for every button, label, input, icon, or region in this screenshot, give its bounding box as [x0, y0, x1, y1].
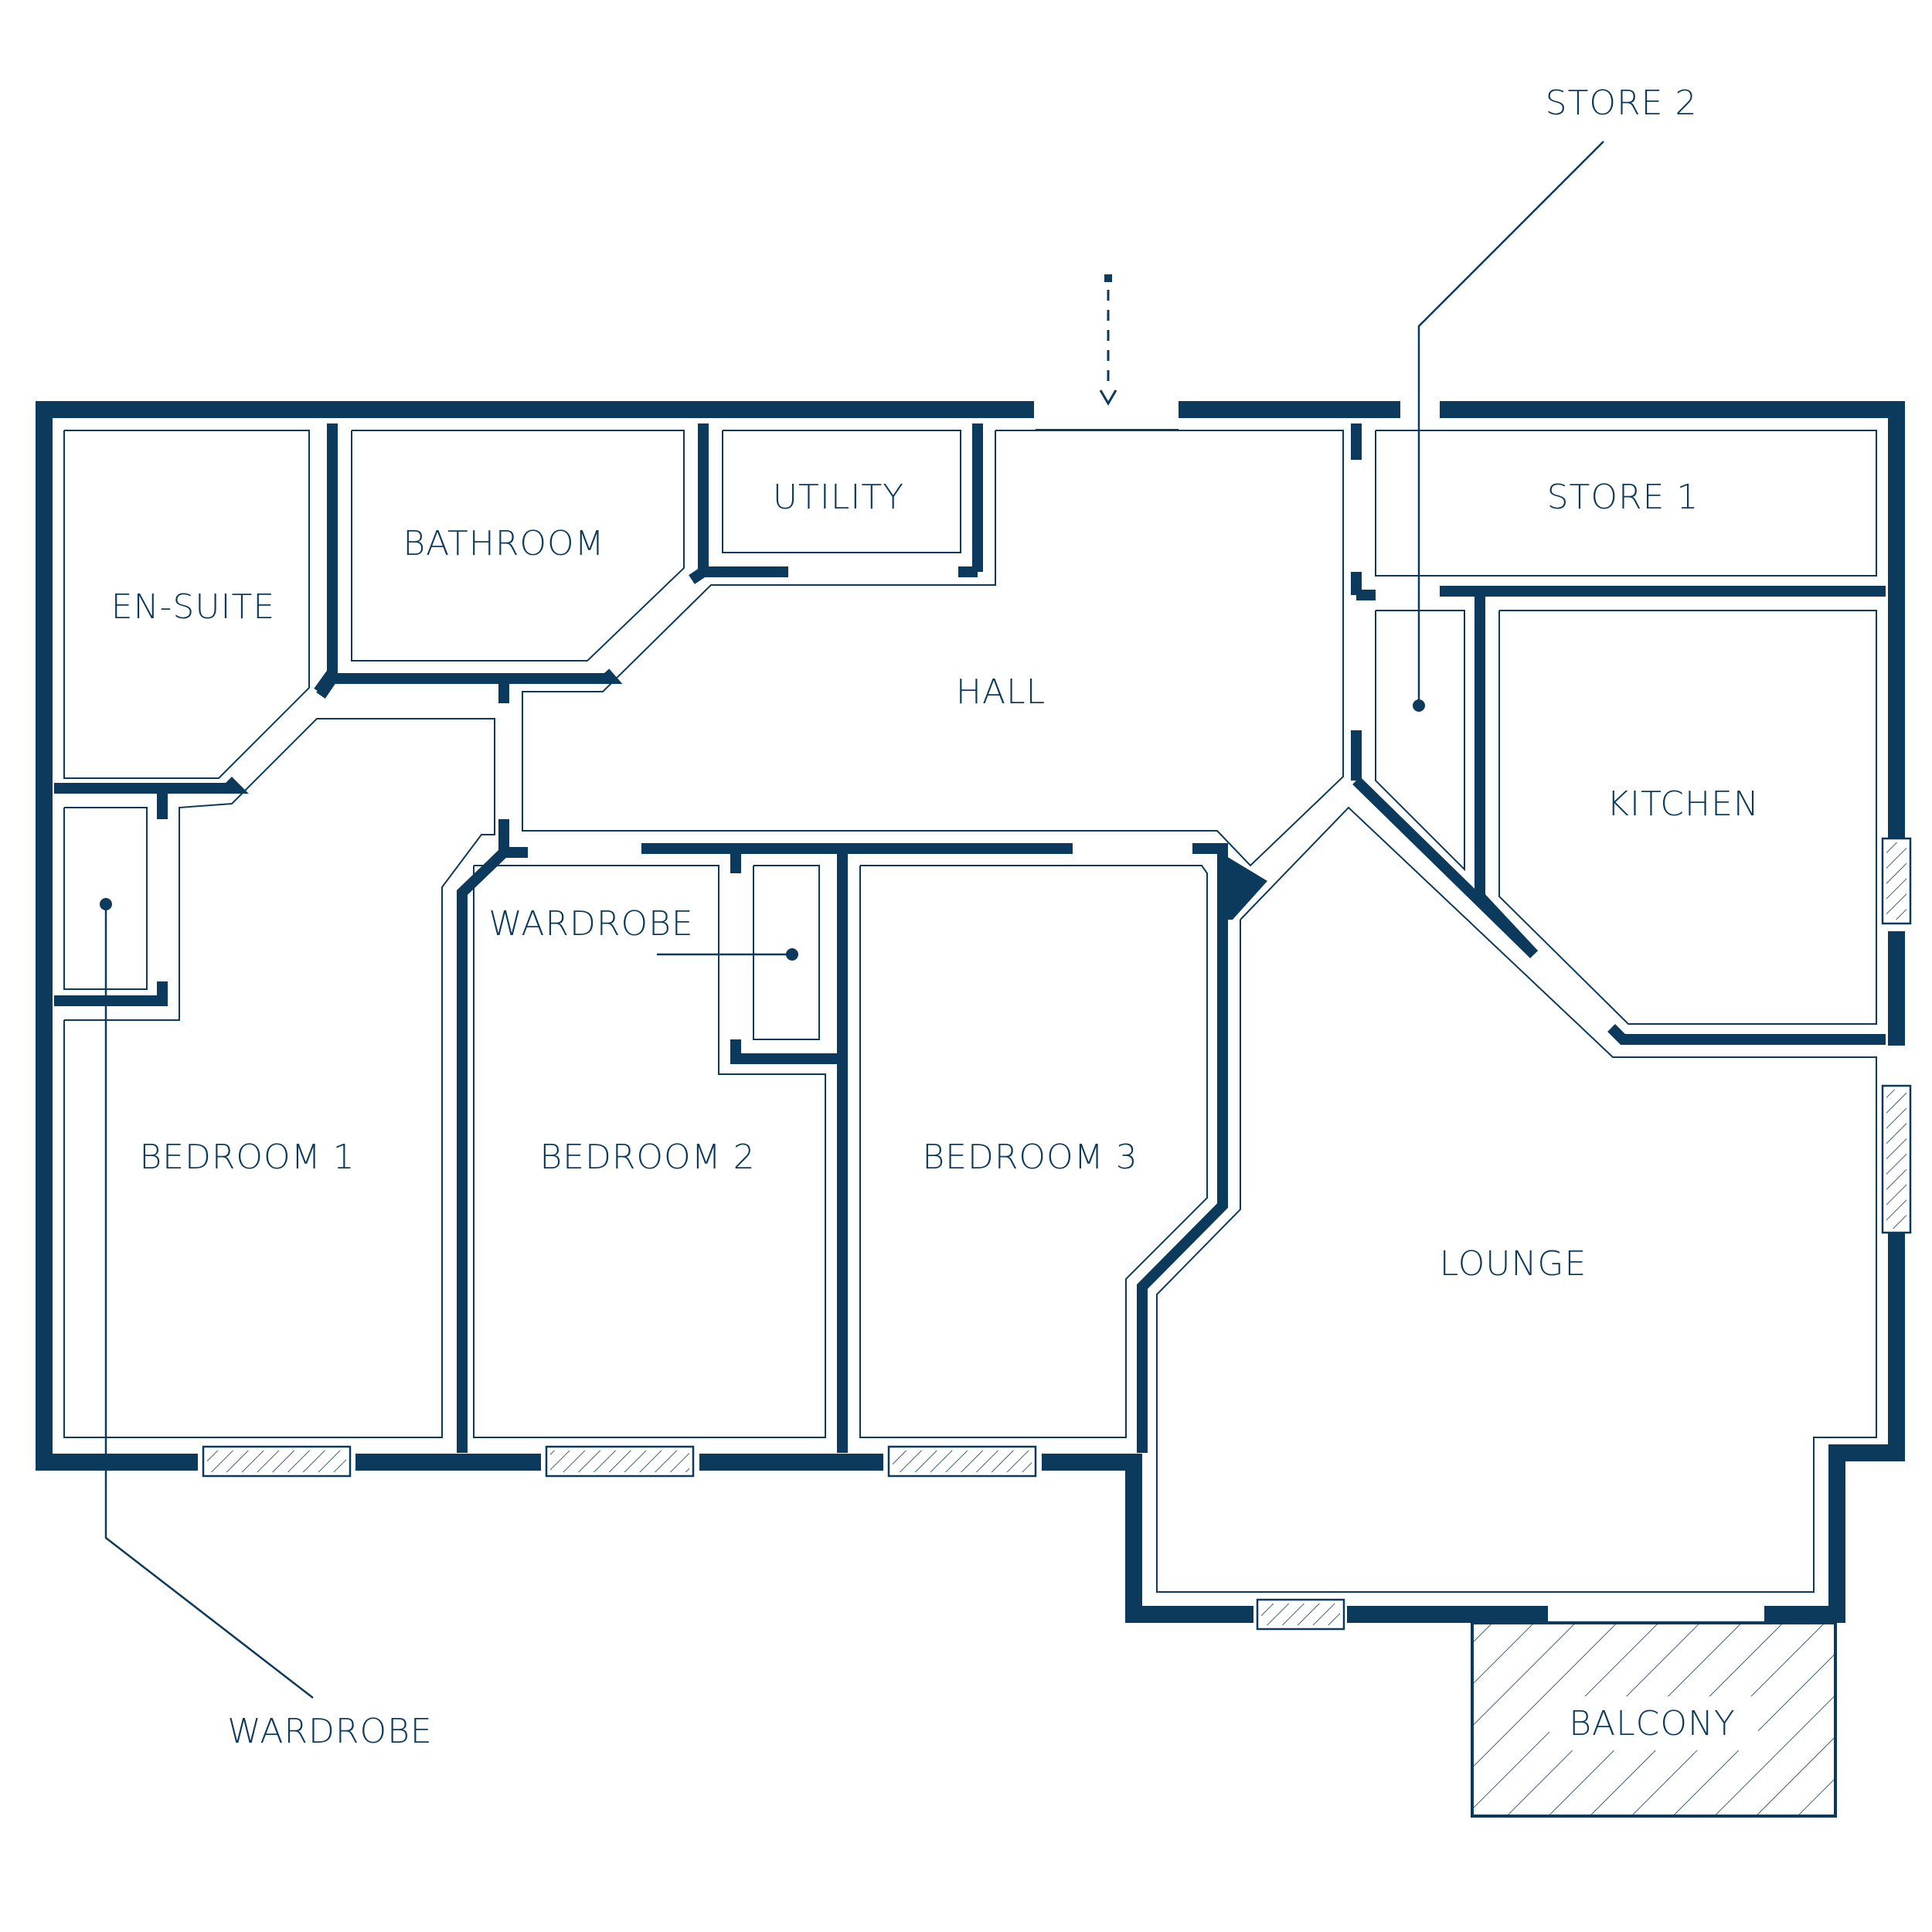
balcony-label: BALCONY — [1569, 1704, 1736, 1743]
hall-label: HALL — [956, 672, 1046, 712]
wardrobe-bedroom2-label: WARDROBE — [488, 904, 693, 944]
balcony — [1471, 1621, 1837, 1818]
store2-marker — [1413, 699, 1425, 712]
windows — [202, 837, 1912, 1631]
ensuite-label: EN-SUITE — [111, 587, 275, 627]
lounge-label: LOUNGE — [1440, 1244, 1587, 1284]
kitchen-label: KITCHEN — [1607, 784, 1760, 824]
leader-lines — [100, 141, 1604, 1699]
store2-leader — [1417, 141, 1604, 706]
interior-walls — [54, 423, 1886, 1453]
wardrobe-bedroom1-leader — [104, 904, 314, 1699]
room-labels: STORE 2 UTILITY STORE 1 BATHROOM EN-SUIT… — [111, 83, 1760, 1751]
store1-label: STORE 1 — [1547, 478, 1699, 517]
entrance-arrow-icon — [1099, 274, 1117, 406]
wardrobe-bedroom1-marker — [100, 898, 112, 910]
outer-walls — [36, 401, 1905, 1623]
bedroom2-label: BEDROOM 2 — [539, 1138, 755, 1177]
store2-label: STORE 2 — [1546, 83, 1698, 123]
wardrobe-bedroom1-label: WARDROBE — [227, 1712, 432, 1751]
bedroom3-label: BEDROOM 3 — [922, 1138, 1138, 1177]
bedroom1-label: BEDROOM 1 — [139, 1138, 355, 1177]
wardrobe-bedroom2-marker — [786, 948, 798, 961]
bathroom-label: BATHROOM — [403, 524, 604, 563]
room-outlines — [63, 429, 1877, 1593]
utility-label: UTILITY — [773, 478, 904, 517]
